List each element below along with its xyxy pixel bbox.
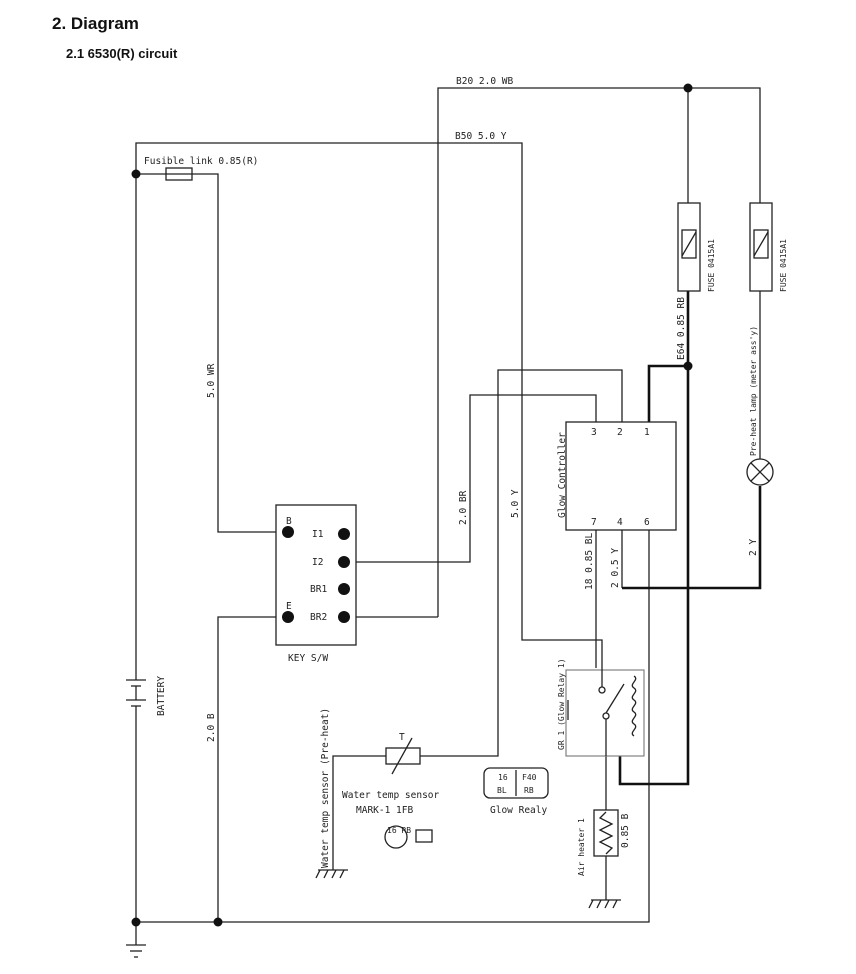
wire-label-e64: E64 0.85 RB: [676, 297, 687, 360]
wire-e64: [647, 290, 690, 422]
battery-label: BATTERY: [156, 676, 167, 716]
key-terminal-e: [282, 611, 294, 623]
water-temp-sensor: T Water temp sensor MARK-1 1FB 16 RB Wat…: [320, 708, 440, 868]
junction-dot: [213, 917, 223, 927]
key-switch: B E I1 I2 BR1 BR2 KEY S/W: [275, 504, 357, 664]
fuse-1-label: FUSE 0415A1: [707, 239, 716, 292]
fusible-link-label: Fusible link 0.85(R): [144, 156, 258, 167]
wire-b50: [135, 142, 603, 918]
wire-sensor-gnd: [332, 755, 386, 870]
wire-2-0-b: [217, 616, 288, 922]
key-terminal-br2: [338, 611, 350, 623]
glow-relay-1-label: GR 1 (Glow Relay 1): [557, 658, 566, 750]
water-temp-sensor-label: Water temp sensor: [342, 790, 440, 801]
wire-2-0-br: [344, 394, 597, 563]
gc-pin-1: 1: [644, 427, 650, 438]
gc-pin-6: 6: [644, 517, 650, 528]
wire-b20: [437, 87, 761, 617]
wire-label-br: 2.0 BR: [458, 490, 469, 525]
wire-label-2b: 2.0 B: [206, 713, 217, 742]
junction-dot: [131, 169, 141, 179]
air-heater-label: Air heater 1: [577, 818, 586, 876]
svg-text:F40: F40: [522, 773, 537, 782]
heavy-wires: [618, 290, 762, 786]
wire-label-5y: 5.0 Y: [510, 489, 521, 518]
junction-dot: [683, 83, 693, 93]
glow-relay-connector: 16 F40 BL RB Glow Realy: [483, 767, 549, 816]
junction-dot: [131, 917, 141, 927]
key-b-label: B: [286, 516, 292, 527]
wire-label-bl: 18 0.85 BL: [584, 533, 595, 590]
wire-sensor: [420, 369, 623, 757]
junction-dot: [683, 361, 693, 371]
ground-icon: [588, 899, 621, 909]
wire-label-wr: 5.0 WR: [206, 363, 217, 398]
gc-pin-2: 2: [617, 427, 623, 438]
key-i1-label: I1: [312, 529, 324, 540]
key-br1-label: BR1: [310, 584, 327, 595]
wire-relay-feed: [618, 366, 690, 786]
glow-relay-1: GR 1 (Glow Relay 1): [557, 658, 645, 757]
glow-controller: 3 2 1 7 4 6 Glow Controller: [557, 421, 677, 531]
sensor-t-symbol: T: [399, 732, 405, 743]
key-sw-label: KEY S/W: [288, 653, 328, 664]
sensor-connector-label: 16 RB: [387, 826, 411, 835]
wires: [135, 87, 761, 945]
wire-wr: [192, 173, 280, 533]
wire-ctrl-6-ground: [136, 530, 650, 923]
wire-label-2y: 2 Y: [748, 539, 759, 556]
ground-icon: [315, 869, 348, 879]
battery: BATTERY: [126, 668, 167, 718]
key-terminal-b: [282, 526, 294, 538]
water-temp-sensor-model: MARK-1 1FB: [356, 805, 413, 816]
svg-text:16: 16: [498, 773, 508, 782]
wire-label-085b: 0.85 B: [620, 813, 631, 848]
section-subheading: 2.1 6530(R) circuit: [66, 46, 178, 61]
key-i2-label: I2: [312, 557, 323, 568]
gc-pin-4: 4: [617, 517, 623, 528]
wire-label-b50: B50 5.0 Y: [455, 131, 507, 142]
pre-heat-lamp: Pre-heat lamp (meter ass'y): [746, 326, 774, 486]
svg-text:BL: BL: [497, 786, 507, 795]
wire-label-y-ctrl: 2 0.5 Y: [610, 548, 621, 588]
sensor-connector: [384, 825, 408, 849]
glow-relay-label: Glow Realy: [490, 805, 547, 816]
gc-pin-3: 3: [591, 427, 597, 438]
key-terminal-i2: [338, 556, 350, 568]
ground-icon: [126, 944, 146, 958]
key-terminal-i1: [338, 528, 350, 540]
key-e-label: E: [286, 601, 292, 612]
wire-label-b20: B20 2.0 WB: [456, 76, 513, 87]
lamp-label: Pre-heat lamp (meter ass'y): [749, 326, 758, 456]
gc-pin-7: 7: [591, 517, 597, 528]
fuse-2: FUSE 0415A1: [749, 202, 788, 292]
svg-text:RB: RB: [524, 786, 534, 795]
water-temp-pre-label: Water temp sensor (Pre-heat): [320, 708, 331, 868]
section-heading: 2. Diagram: [52, 14, 139, 33]
key-br2-label: BR2: [310, 612, 327, 623]
gc-label: Glow Controller: [557, 432, 568, 518]
fuse-1: FUSE 0415A1: [677, 202, 716, 292]
key-terminal-br1: [338, 583, 350, 595]
fuse-2-label: FUSE 0415A1: [779, 239, 788, 292]
air-heater: Air heater 1: [577, 809, 619, 876]
wire-2y: [622, 486, 762, 590]
